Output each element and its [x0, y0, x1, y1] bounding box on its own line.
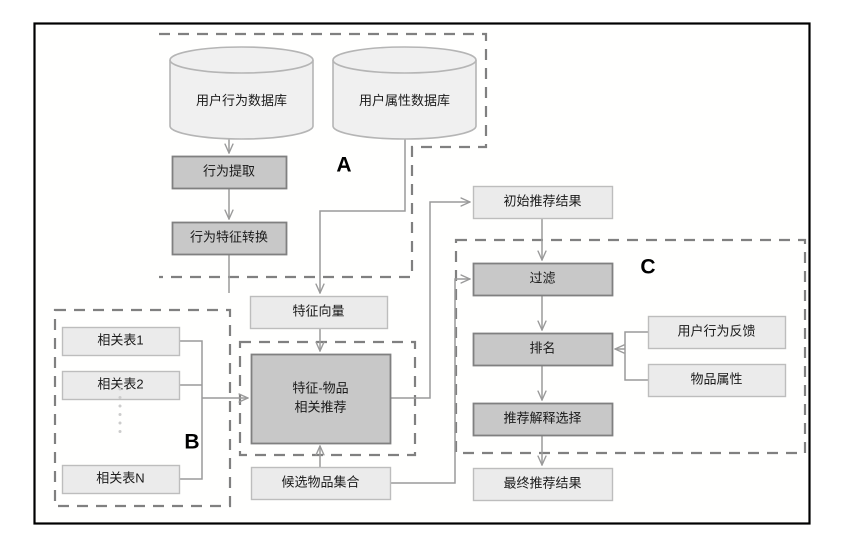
ellipsis-dot — [118, 396, 122, 399]
group-box-group-a — [159, 32, 488, 279]
cylinder-body-db-user-attribute — [332, 60, 477, 140]
node-box-recommend-explain-select[interactable] — [472, 402, 614, 437]
ellipsis-dot — [118, 387, 122, 391]
node-label-item-attribute: 物品属性 — [690, 371, 742, 386]
node-box-final-recommend-result[interactable] — [472, 467, 614, 502]
ellipsis-dot — [118, 413, 122, 416]
node-box-behavior-feature-transform[interactable] — [171, 221, 288, 256]
cylinder-label-db-user-behavior: 用户行为数据库 — [196, 93, 287, 108]
node-label-user-behavior-feedback: 用户行为反馈 — [677, 323, 755, 338]
node-label-candidate-item-set: 候选物品集合 — [281, 474, 359, 489]
ellipsis-dot — [118, 421, 122, 425]
node-box-feature-item-recommend[interactable] — [250, 353, 392, 445]
node-box-filter[interactable] — [472, 262, 614, 297]
node-box-related-table-n[interactable] — [61, 464, 181, 495]
connector-edge-recommend-to-initial-result — [390, 202, 470, 399]
group-label-group-a: A — [336, 154, 351, 177]
node-label-behavior-extraction: 行为提取 — [203, 163, 255, 178]
node-label-behavior-feature-transform: 行为特征转换 — [190, 229, 268, 244]
node-box-related-table-1[interactable] — [61, 326, 181, 357]
ellipsis-dot — [118, 404, 122, 408]
group-box-group-c — [454, 238, 807, 455]
cylinder-top-db-user-attribute — [332, 46, 477, 74]
group-label-group-b: B — [184, 431, 199, 454]
ellipsis-dot — [118, 430, 122, 433]
node-label-ranking: 排名 — [529, 340, 555, 355]
node-label-recommend-explain-select: 推荐解释选择 — [503, 410, 581, 425]
node-label-related-table-2: 相关表2 — [97, 376, 143, 391]
node-label-related-table-n: 相关表N — [96, 470, 144, 485]
node-box-related-table-2[interactable] — [61, 370, 181, 401]
node-label-related-table-1: 相关表1 — [97, 332, 143, 347]
cylinder-body-db-user-behavior — [169, 60, 314, 140]
connector-edge-candidate-to-filter — [390, 279, 470, 484]
node-box-item-attribute[interactable] — [647, 363, 787, 398]
node-box-feature-vector[interactable] — [249, 295, 389, 330]
node-label-feature-vector: 特征向量 — [292, 303, 344, 318]
node-box-candidate-item-set[interactable] — [250, 466, 392, 501]
node-box-initial-recommend-result[interactable] — [472, 185, 614, 220]
group-box-group-b — [53, 308, 232, 508]
node-box-user-behavior-feedback[interactable] — [647, 315, 787, 350]
node-label-filter: 过滤 — [529, 270, 555, 285]
connectors-layer — [179, 139, 648, 484]
connector-edge-feedback-to-ranking — [615, 331, 648, 381]
node-label-feature-item-recommend: 特征-物品相关推荐 — [292, 381, 348, 415]
connector-edge-tables-to-recommend — [179, 340, 248, 480]
group-labels-layer: A B C — [184, 154, 655, 454]
cylinder-label-db-user-attribute: 用户属性数据库 — [359, 93, 450, 108]
node-label-final-recommend-result: 最终推荐结果 — [503, 475, 581, 490]
node-box-behavior-extraction[interactable] — [171, 155, 288, 190]
group-label-group-c: C — [640, 256, 655, 279]
cylinder-top-db-user-behavior — [169, 46, 314, 74]
node-box-ranking[interactable] — [472, 332, 614, 367]
node-label-initial-recommend-result: 初始推荐结果 — [503, 193, 581, 208]
connector-edge-db-attribute-to-feature-vector — [320, 139, 406, 293]
